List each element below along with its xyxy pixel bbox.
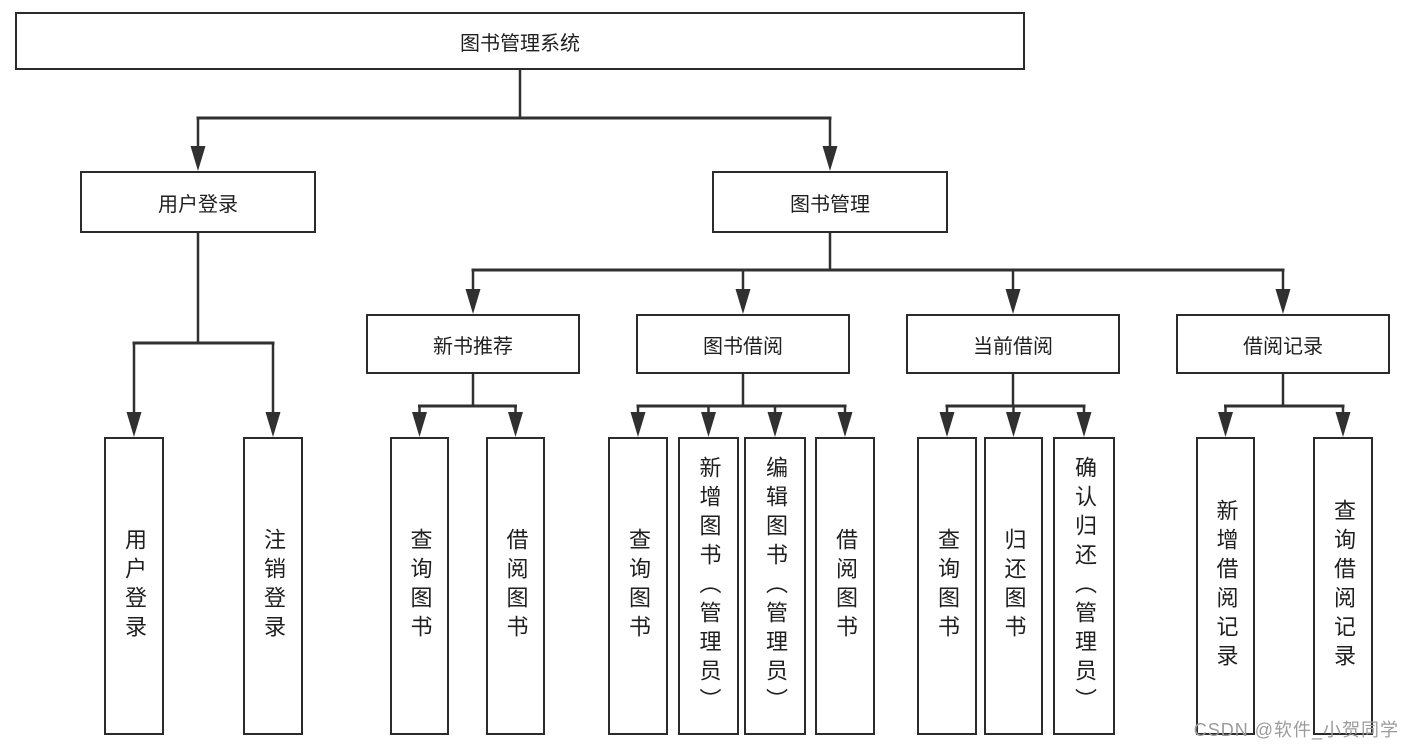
- node-confirm-return-admin: 确认归还（管理员）: [1053, 437, 1115, 735]
- node-label: 借阅图书: [833, 528, 858, 644]
- node-label: 图书借阅: [703, 335, 783, 358]
- node-borrow-books-recommend: 借阅图书: [486, 437, 545, 735]
- node-label: 查询图书: [407, 528, 433, 644]
- node-query-books-borrowing: 查询图书: [608, 437, 668, 735]
- node-label: 新书推荐: [433, 335, 513, 358]
- node-query-books-current: 查询图书: [917, 437, 977, 735]
- node-label: 查询图书: [626, 528, 651, 644]
- node-system: 图书管理系统: [15, 12, 1025, 70]
- node-label: 用户登录: [122, 528, 147, 644]
- node-label: 归还图书: [1001, 528, 1027, 644]
- node-logout-login: 注销登录: [243, 437, 303, 735]
- node-label: 查询图书: [935, 528, 960, 644]
- node-query-borrow-record: 查询借阅记录: [1313, 437, 1373, 735]
- node-new-book-recommend: 新书推荐: [366, 314, 580, 374]
- node-label: 当前借阅: [973, 335, 1053, 358]
- node-current-borrowing: 当前借阅: [906, 314, 1120, 374]
- node-label: 注销登录: [261, 528, 286, 644]
- node-book-borrowing: 图书借阅: [636, 314, 850, 374]
- node-edit-books-admin: 编辑图书（管理员）: [744, 437, 806, 735]
- node-label: 确认归还（管理员）: [1072, 455, 1097, 717]
- node-label: 借阅记录: [1243, 335, 1323, 358]
- node-label: 图书管理: [790, 193, 870, 216]
- node-label: 查询借阅记录: [1331, 499, 1356, 673]
- node-label: 编辑图书（管理员）: [763, 455, 788, 717]
- node-add-books-admin: 新增图书（管理员）: [678, 437, 739, 735]
- node-return-books: 归还图书: [984, 437, 1043, 735]
- node-add-borrow-record: 新增借阅记录: [1196, 437, 1255, 735]
- node-label: 新增图书（管理员）: [696, 455, 722, 717]
- node-label: 新增借阅记录: [1213, 499, 1239, 673]
- node-borrowing-records: 借阅记录: [1176, 314, 1390, 374]
- node-label: 图书管理系统: [460, 32, 580, 55]
- node-book-management: 图书管理: [712, 171, 948, 233]
- node-label: 用户登录: [158, 193, 238, 216]
- node-label: 借阅图书: [503, 528, 529, 644]
- watermark: CSDN @软件_小贺同学: [1193, 720, 1399, 740]
- node-user-login-group: 用户登录: [80, 171, 316, 233]
- node-user-login: 用户登录: [104, 437, 164, 735]
- node-query-books-recommend: 查询图书: [390, 437, 449, 735]
- node-borrow-books: 借阅图书: [815, 437, 875, 735]
